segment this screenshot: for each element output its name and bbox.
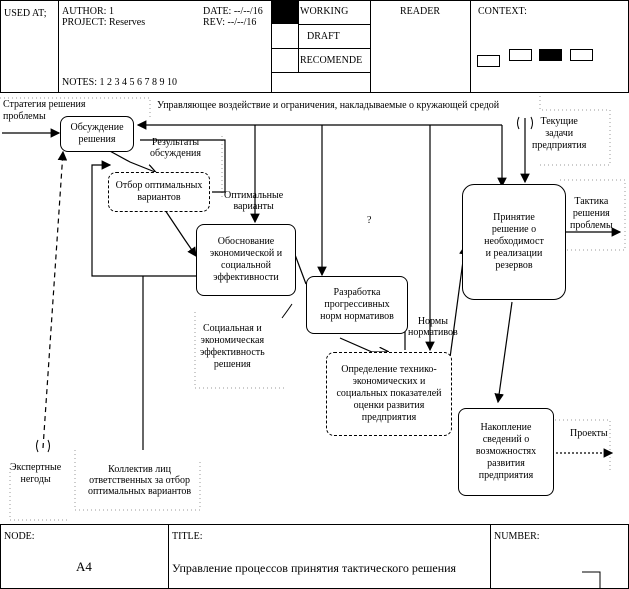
project-label: PROJECT: Reserves bbox=[62, 17, 146, 28]
activity-norms-development[interactable]: Разработка прогрессивных норм нормативов bbox=[306, 276, 408, 334]
number-label: NUMBER: bbox=[494, 531, 540, 542]
context-label: CONTEXT: bbox=[478, 6, 527, 17]
notes-label: NOTES: 1 2 3 4 5 6 7 8 9 10 bbox=[62, 77, 177, 88]
input-strategy-label: Стратегия решения проблемы bbox=[3, 99, 86, 122]
status-draft: DRAFT bbox=[307, 31, 340, 42]
activity-decision-text: Принятие решение о необходимост и реализ… bbox=[484, 212, 544, 271]
tactics-label: Тактика решения проблемы bbox=[570, 196, 613, 231]
diagram-title: Управление процессов принятия тактическо… bbox=[172, 561, 457, 575]
activity-indicators-text: Определение технико- экономических и соц… bbox=[336, 364, 442, 423]
activity-accumulation-text: Накопление сведений о возможностях разви… bbox=[475, 422, 537, 481]
activity-discussion-text: Обсуждение решения bbox=[70, 122, 124, 145]
activity-accumulation[interactable]: Накопление сведений о возможностях разви… bbox=[458, 408, 554, 496]
title-label: TITLE: bbox=[172, 531, 203, 542]
collective-label: Коллектив лиц ответственных за отбор опт… bbox=[88, 464, 192, 497]
node-label: NODE: bbox=[4, 531, 35, 542]
question-mark: ? bbox=[367, 215, 372, 226]
reader-label: READER bbox=[400, 6, 440, 17]
optimal-variants-label: Оптимальные варианты bbox=[224, 190, 284, 212]
activity-indicators[interactable]: Определение технико- экономических и соц… bbox=[326, 352, 452, 436]
activity-norms-development-text: Разработка прогрессивных норм нормативов bbox=[320, 287, 394, 322]
status-recomende: RECOMENDE bbox=[300, 55, 363, 66]
projects-label: Проекты bbox=[570, 428, 608, 439]
rev-label: REV: --/--/16 bbox=[203, 17, 257, 28]
top-control-label: Управляющее воздействие и ограничения, н… bbox=[157, 100, 500, 111]
used-at-label: USED AT; bbox=[4, 8, 47, 19]
social-efficiency-label: Социальная и экономическая эффективность… bbox=[200, 323, 265, 370]
activity-discussion[interactable]: Обсуждение решения bbox=[60, 116, 134, 152]
norms-label: Нормы нормативов bbox=[408, 316, 458, 338]
current-tasks-label: Текущие задачи предприятия bbox=[532, 116, 587, 151]
activity-select-optimal-text: Отбор оптимальных вариантов bbox=[115, 180, 203, 203]
activity-justification-text: Обоснование экономической и социальной э… bbox=[209, 236, 283, 283]
date-label: DATE: --/--/16 bbox=[203, 6, 263, 17]
author-label: AUTHOR: 1 bbox=[62, 6, 114, 17]
experts-label: Экспертные негоды bbox=[10, 462, 62, 485]
discussion-results-label: Результаты обсуждения bbox=[150, 137, 202, 159]
node-value: A4 bbox=[76, 559, 92, 574]
activity-decision[interactable]: Принятие решение о необходимост и реализ… bbox=[462, 184, 566, 300]
activity-justification[interactable]: Обоснование экономической и социальной э… bbox=[196, 224, 296, 296]
activity-select-optimal[interactable]: Отбор оптимальных вариантов bbox=[108, 172, 210, 212]
status-working: WORKING bbox=[300, 6, 349, 17]
